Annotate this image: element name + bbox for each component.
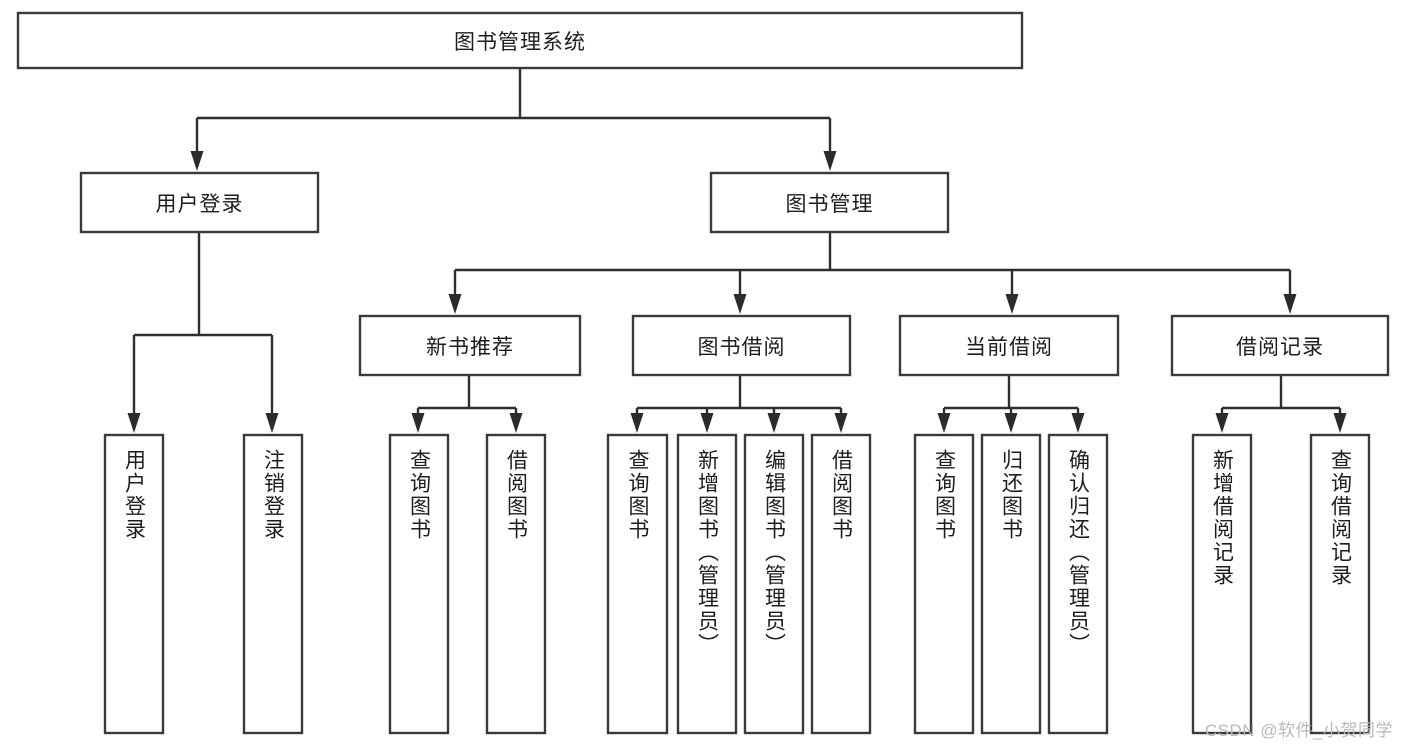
node-box-root[interactable] — [16, 11, 1024, 70]
arrow-head-icon — [1071, 413, 1085, 433]
arrow-head-icon — [823, 151, 837, 171]
node-box-leaf-borrow-book[interactable] — [810, 433, 872, 735]
node-box-leaf-query-book-borrow[interactable] — [606, 433, 669, 735]
arrow-head-icon — [190, 151, 204, 171]
node-box-leaf-edit-book[interactable] — [743, 433, 805, 735]
csdn-watermark: CSDN @软件_小贺同学 — [1204, 721, 1393, 740]
node-box-book-manage[interactable] — [709, 171, 950, 234]
arrow-head-icon — [448, 294, 462, 314]
arrow-head-icon — [411, 413, 425, 433]
arrow-head-icon — [767, 413, 781, 433]
node-box-leaf-return-book[interactable] — [980, 433, 1042, 735]
arrow-head-icon — [1215, 413, 1229, 433]
node-box-user-login[interactable] — [79, 171, 320, 234]
node-box-leaf-query-borrow-record[interactable] — [1309, 433, 1371, 735]
arrow-head-icon — [630, 413, 644, 433]
node-box-leaf-borrow-book-recommend[interactable] — [485, 433, 547, 735]
node-box-current-borrow[interactable] — [898, 314, 1120, 377]
node-box-book-borrow[interactable] — [631, 314, 852, 377]
arrow-head-icon — [1333, 413, 1347, 433]
node-box-leaf-add-borrow-record[interactable] — [1191, 433, 1253, 735]
node-box-new-book-recommend[interactable] — [358, 314, 582, 377]
node-box-leaf-user-login[interactable] — [103, 433, 165, 735]
arrow-head-icon — [1005, 294, 1019, 314]
arrow-head-icon — [733, 294, 747, 314]
node-box-leaf-query-book-current[interactable] — [913, 433, 975, 735]
arrow-head-icon — [1004, 413, 1018, 433]
node-box-leaf-logout[interactable] — [242, 433, 304, 735]
arrow-head-icon — [834, 413, 848, 433]
arrow-head-icon — [265, 413, 279, 433]
arrow-head-icon — [700, 413, 714, 433]
node-box-borrow-record[interactable] — [1170, 314, 1390, 377]
node-box-leaf-query-book-recommend[interactable] — [388, 433, 450, 735]
arrow-head-icon — [1283, 294, 1297, 314]
arrow-head-icon — [509, 413, 523, 433]
node-box-leaf-confirm-return[interactable] — [1047, 433, 1109, 735]
arrow-head-icon — [937, 413, 951, 433]
arrow-head-icon — [127, 413, 141, 433]
node-box-leaf-add-book[interactable] — [676, 433, 738, 735]
